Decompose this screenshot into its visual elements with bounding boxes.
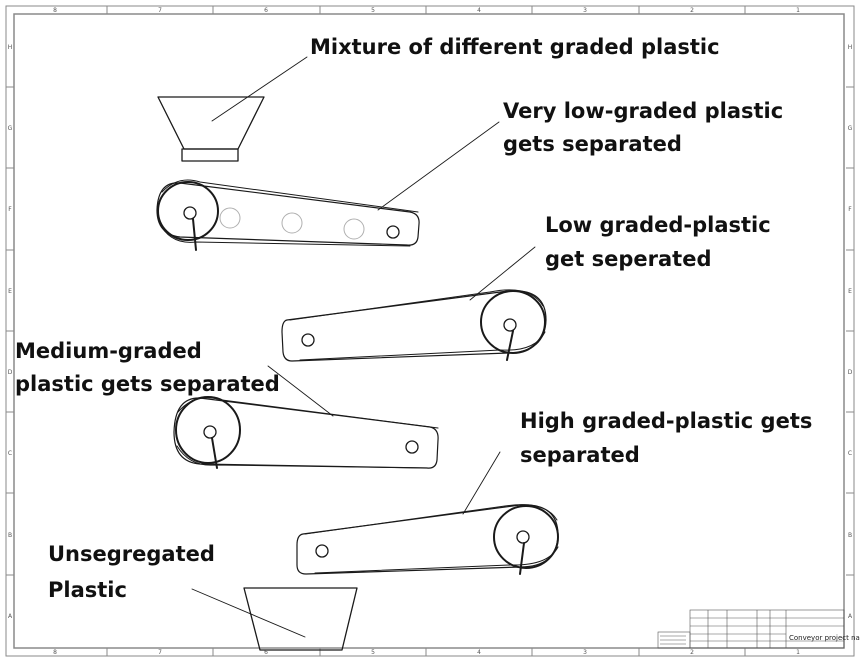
border-top-2: 7 [158,7,162,14]
border-left-5: D [8,369,13,376]
border-left-7: B [8,532,12,539]
border-right-8: A [848,613,853,620]
border-bottom-8: 1 [796,649,800,656]
border-bottom-3: 6 [264,649,268,656]
border-right-7: B [848,532,852,539]
border-left-2: G [8,125,13,132]
border-left-4: E [8,288,12,295]
border-top-3: 6 [264,7,268,14]
border-right-3: F [848,206,852,213]
border-right-1: H [848,44,853,51]
border-labels: 8 7 6 5 4 3 2 1 8 7 6 5 4 3 2 1 H G F E … [8,7,853,656]
label-medium-line1: Medium-graded [15,339,202,363]
label-very-low-line1: Very low-graded plastic [503,99,783,123]
title-block-title: Conveyor project name [789,634,860,642]
zone-ticks [6,6,854,656]
output-bin [243,587,358,651]
border-top-1: 8 [53,7,57,14]
label-low-line1: Low graded-plastic [545,213,771,237]
conveyor-2 [281,289,547,362]
conveyor-1 [156,179,420,251]
conveyor-3 [173,396,439,469]
title-block [657,609,845,649]
border-bottom-2: 7 [158,649,162,656]
border-top-8: 1 [796,7,800,14]
label-low-line2: get seperated [545,247,711,271]
border-bottom-5: 4 [477,649,481,656]
border-top-7: 2 [690,7,694,14]
border-top-4: 5 [371,7,375,14]
label-mixture: Mixture of different graded plastic [310,35,720,59]
border-right-5: D [848,369,853,376]
label-unsegregated-line1: Unsegregated [48,542,215,566]
label-unsegregated-line2: Plastic [48,578,127,602]
plastic-pieces [219,207,365,240]
border-left-1: H [8,44,13,51]
border-left-3: F [8,206,12,213]
label-high-line1: High graded-plastic gets [520,409,812,433]
border-top-5: 4 [477,7,481,14]
input-hopper [157,96,265,162]
border-left-6: C [8,450,12,457]
border-top-6: 3 [583,7,587,14]
label-high-line2: separated [520,443,640,467]
leader-lines [191,56,536,638]
border-bottom-1: 8 [53,649,57,656]
labels: Mixture of different graded plastic Very… [15,35,812,602]
conveyor-4 [296,504,559,575]
border-right-4: E [848,288,852,295]
border-bottom-6: 3 [583,649,587,656]
label-very-low-line2: gets separated [503,132,682,156]
border-right-6: C [848,450,852,457]
border-right-2: G [848,125,853,132]
border-left-8: A [8,613,13,620]
border-bottom-4: 5 [371,649,375,656]
label-medium-line2: plastic gets separated [15,372,280,396]
border-bottom-7: 2 [690,649,694,656]
